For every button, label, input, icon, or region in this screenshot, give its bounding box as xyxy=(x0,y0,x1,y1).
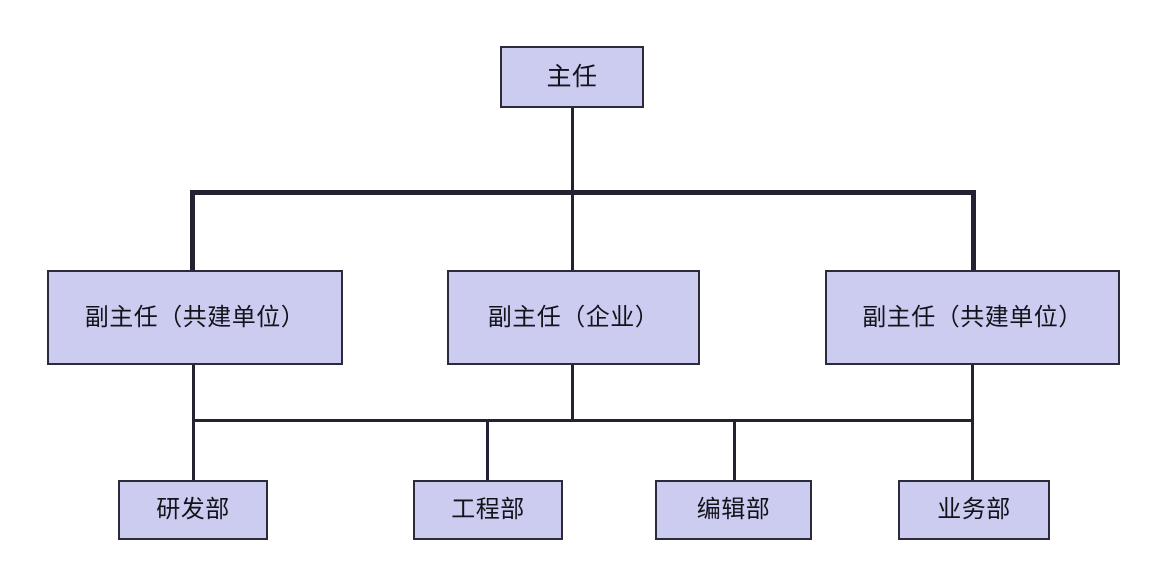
connector-bus-to-dept-business xyxy=(971,419,974,481)
node-dept-business[interactable]: 业务部 xyxy=(898,480,1050,540)
node-deputy-partner-left-label: 副主任（共建单位） xyxy=(84,303,306,331)
node-deputy-enterprise[interactable]: 副主任（企业） xyxy=(447,270,700,365)
node-deputy-partner-right[interactable]: 副主任（共建单位） xyxy=(825,270,1120,365)
node-dept-editorial-label: 编辑部 xyxy=(696,496,771,523)
connector-deputy-partner-left-to-bus xyxy=(192,365,195,421)
connector-bus-to-dept-eng xyxy=(486,419,489,481)
node-deputy-partner-left[interactable]: 副主任（共建单位） xyxy=(47,270,343,365)
connector-bus-to-dept-editorial xyxy=(733,419,736,481)
node-dept-rd-label: 研发部 xyxy=(156,496,230,523)
node-dept-business-label: 业务部 xyxy=(937,496,1011,523)
node-director[interactable]: 主任 xyxy=(500,46,644,108)
node-dept-eng[interactable]: 工程部 xyxy=(413,480,563,540)
connector-bus-to-deputy-enterprise xyxy=(571,190,574,272)
connector-bus-to-dept-rd xyxy=(192,419,195,481)
connector-director-to-bus xyxy=(571,108,574,194)
node-deputy-partner-right-label: 副主任（共建单位） xyxy=(862,303,1083,331)
node-deputy-enterprise-label: 副主任（企业） xyxy=(487,303,660,331)
node-dept-rd[interactable]: 研发部 xyxy=(118,480,268,540)
connector-deputy-partner-right-to-bus xyxy=(971,365,974,421)
node-dept-eng-label: 工程部 xyxy=(451,496,525,523)
connector-bus-to-deputy-partner-left xyxy=(190,190,195,272)
node-dept-editorial[interactable]: 编辑部 xyxy=(655,480,812,540)
connector-bus-to-deputy-partner-right xyxy=(971,190,976,272)
connector-bus-level3 xyxy=(192,419,974,422)
connector-deputy-enterprise-to-bus xyxy=(571,365,574,421)
node-director-label: 主任 xyxy=(546,62,598,91)
connector-bus-level2 xyxy=(190,190,976,195)
